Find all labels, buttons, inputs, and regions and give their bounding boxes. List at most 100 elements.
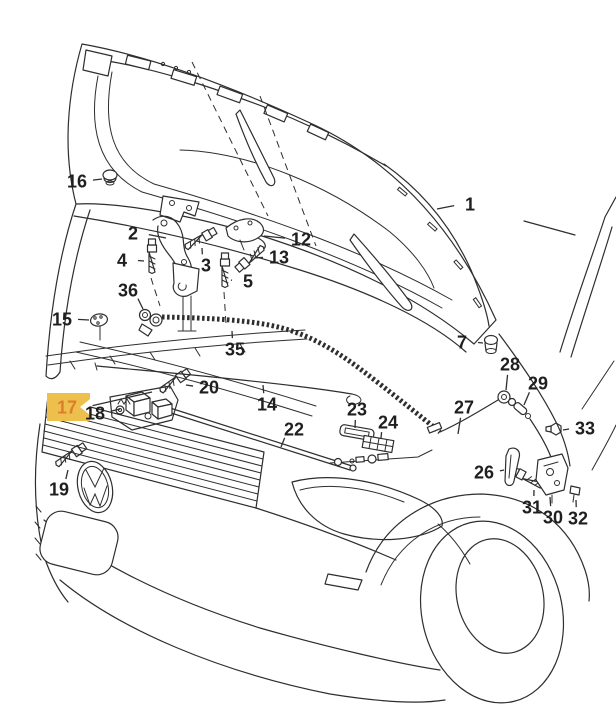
part-number-29[interactable]: 29: [528, 374, 548, 394]
highlight-notch: [80, 399, 90, 415]
part-number-15[interactable]: 15: [52, 310, 72, 330]
part-number-13[interactable]: 13: [269, 248, 289, 268]
hood-lock-assembly: [109, 385, 179, 431]
leader-line: [137, 298, 144, 310]
part-callout-33[interactable]: 33: [562, 419, 595, 439]
cable-14: [96, 365, 353, 395]
part-number-16[interactable]: 16: [67, 172, 87, 192]
leader-line: [499, 469, 505, 472]
part-number-35[interactable]: 35: [225, 340, 245, 360]
part-callout-22[interactable]: 22: [280, 420, 304, 448]
hood-striker-12: [225, 218, 266, 251]
part-number-14[interactable]: 14: [257, 395, 277, 415]
leader-line: [549, 496, 552, 507]
leader-line: [263, 235, 286, 239]
part-number-33[interactable]: 33: [575, 419, 595, 439]
foglamp-opening: [39, 510, 119, 576]
part-number-3[interactable]: 3: [201, 256, 211, 276]
bowden-cable-35: [161, 314, 442, 434]
part-callout-12[interactable]: 12: [263, 230, 311, 250]
part-callout-31[interactable]: 31: [522, 489, 542, 518]
clip-32: [569, 485, 581, 496]
part-callout-17[interactable]: 17: [47, 391, 153, 421]
leader-line: [505, 374, 509, 391]
part-callout-1[interactable]: 1: [436, 195, 475, 215]
leader-line: [137, 259, 145, 262]
leader-line: [457, 417, 462, 435]
rod-22: [167, 407, 353, 471]
part-number-31[interactable]: 31: [522, 498, 542, 518]
part-callout-23[interactable]: 23: [347, 400, 367, 429]
part-callout-13[interactable]: 13: [253, 248, 289, 268]
part-number-4[interactable]: 4: [117, 251, 127, 271]
part-number-12[interactable]: 12: [291, 230, 311, 250]
part-number-30[interactable]: 30: [543, 508, 563, 528]
part-callout-20[interactable]: 20: [185, 378, 219, 398]
release-cables: [94, 314, 499, 472]
part-callout-16[interactable]: 16: [67, 172, 103, 192]
car-front-end: [34, 395, 590, 704]
part-callout-4[interactable]: 4: [117, 251, 145, 271]
wheel-rim: [455, 538, 545, 654]
bolt-5: [219, 252, 231, 289]
leader-line: [280, 437, 286, 448]
cable-joint-cluster: [497, 390, 562, 461]
part-callout-24[interactable]: 24: [378, 413, 398, 439]
grommets-and-clips: [89, 169, 499, 354]
part-number-27[interactable]: 27: [454, 398, 474, 418]
part-callout-28[interactable]: 28: [500, 355, 520, 391]
part-callout-5[interactable]: 5: [230, 272, 253, 292]
hinge-assembly: [150, 195, 227, 332]
leader-line: [436, 205, 455, 210]
part-number-32[interactable]: 32: [568, 509, 588, 529]
part-number-19[interactable]: 19: [49, 480, 69, 500]
part-number-24[interactable]: 24: [378, 413, 398, 433]
part-number-2[interactable]: 2: [128, 224, 138, 244]
part-callout-36[interactable]: 36: [118, 281, 144, 310]
body-side: [498, 196, 616, 471]
part-number-17[interactable]: 17: [57, 398, 77, 418]
part-callout-15[interactable]: 15: [52, 310, 90, 330]
cable-brackets: [339, 424, 395, 454]
part-callout-14[interactable]: 14: [257, 384, 277, 415]
part-number-20[interactable]: 20: [199, 378, 219, 398]
front-edge-strips: [45, 329, 317, 417]
part-number-22[interactable]: 22: [284, 420, 304, 440]
leader-line: [562, 428, 570, 431]
part-number-18[interactable]: 18: [85, 404, 105, 424]
leader-line: [92, 391, 153, 407]
part-callout-30[interactable]: 30: [543, 496, 563, 528]
part-callout-2[interactable]: 2: [128, 224, 167, 244]
part-callout-3[interactable]: 3: [201, 247, 211, 276]
buffer-7: [483, 334, 499, 354]
link-29: [513, 402, 528, 416]
grommet-36: [138, 308, 163, 337]
part-callout-18[interactable]: 18: [85, 404, 121, 424]
part-number-1[interactable]: 1: [465, 195, 475, 215]
leader-line: [92, 178, 103, 181]
part-callout-32[interactable]: 32: [568, 499, 588, 529]
part-number-7[interactable]: 7: [457, 333, 467, 353]
part-number-5[interactable]: 5: [243, 272, 253, 292]
part-callout-7[interactable]: 7: [457, 333, 484, 353]
leader-line: [65, 469, 69, 480]
cable-27: [439, 399, 499, 433]
tire: [419, 520, 565, 704]
part-callout-26[interactable]: 26: [474, 463, 505, 483]
part-number-36[interactable]: 36: [118, 281, 138, 301]
buffer-16: [102, 169, 118, 186]
part-number-26[interactable]: 26: [474, 463, 494, 483]
part-callout-29[interactable]: 29: [523, 374, 548, 406]
leader-line: [148, 234, 167, 239]
leader-line: [253, 256, 264, 259]
clip-15: [89, 313, 109, 341]
part-number-28[interactable]: 28: [500, 355, 520, 375]
part-callout-19[interactable]: 19: [49, 469, 69, 500]
part-callout-27[interactable]: 27: [454, 398, 474, 435]
handle-26: [504, 447, 521, 487]
hood-panel: [45, 43, 497, 380]
part-callout-35[interactable]: 35: [225, 330, 245, 360]
part-number-23[interactable]: 23: [347, 400, 367, 420]
